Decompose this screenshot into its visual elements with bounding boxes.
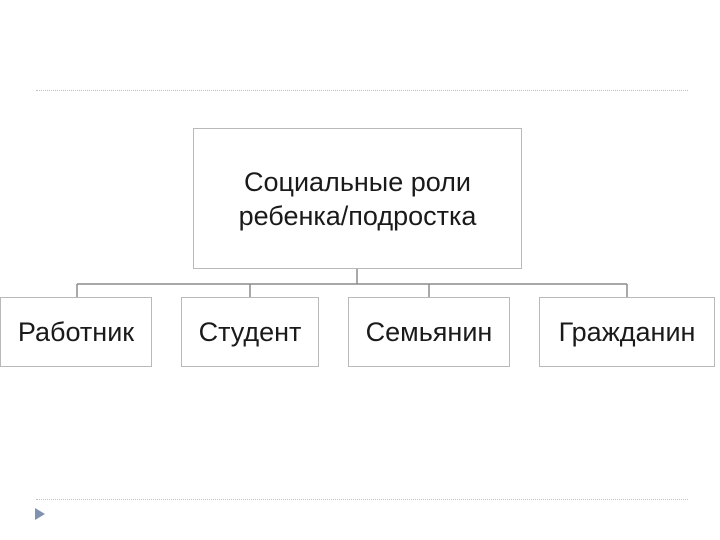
- child-node-label: Работник: [17, 316, 135, 347]
- child-node-label: Семьянин: [365, 316, 493, 347]
- child-node-family-man: Семьянин: [348, 297, 510, 367]
- bottom-divider: [36, 499, 688, 500]
- play-arrow-icon[interactable]: [34, 507, 46, 521]
- root-node: Социальные роли ребенка/подростка: [193, 128, 522, 269]
- child-node-label: Гражданин: [558, 316, 696, 347]
- child-node-label: Студент: [198, 316, 302, 347]
- top-divider: [36, 90, 688, 91]
- child-node-citizen: Гражданин: [539, 297, 715, 367]
- root-node-label: Социальные роли ребенка/подростка: [238, 166, 477, 231]
- child-node-worker: Работник: [0, 297, 152, 367]
- child-node-student: Студент: [181, 297, 319, 367]
